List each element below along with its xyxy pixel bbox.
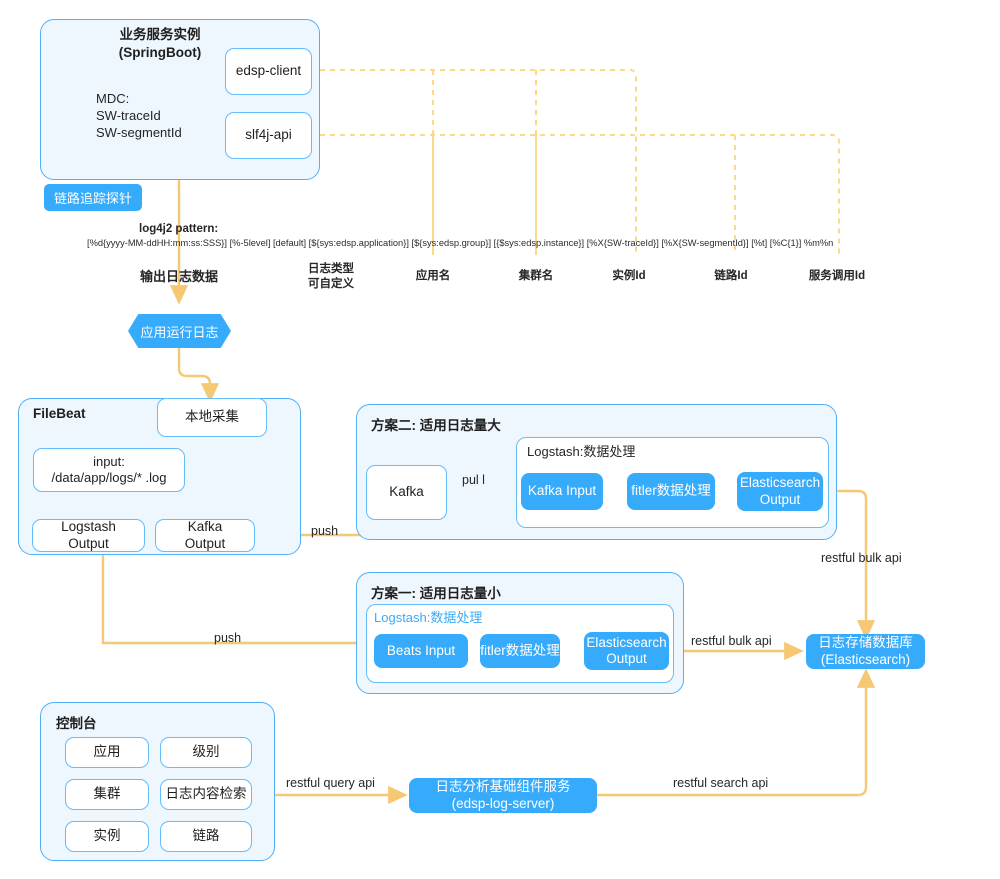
component-edsp-client[interactable]: edsp-client bbox=[225, 48, 312, 95]
scheme-two-logstash-title: Logstash:数据处理 bbox=[527, 444, 636, 459]
console-item-app[interactable]: 应用 bbox=[65, 737, 149, 768]
console-item-log-search[interactable]: 日志内容检索 bbox=[160, 779, 252, 810]
filebeat-local-collector[interactable]: 本地采集 bbox=[157, 398, 267, 437]
filebeat-title: FileBeat bbox=[33, 406, 86, 421]
scheme-one-stage-es-output[interactable]: Elasticsearch Output bbox=[584, 632, 669, 670]
filebeat-output-kafka[interactable]: Kafka Output bbox=[155, 519, 255, 552]
scheme-one-stage-beats-input[interactable]: Beats Input bbox=[374, 634, 468, 668]
edge-label-push-beats: push bbox=[214, 631, 242, 645]
app-runtime-log-node: 应用运行日志 bbox=[128, 314, 231, 348]
console-item-level[interactable]: 级别 bbox=[160, 737, 252, 768]
edge-label-bulk-api-scheme2: restful bulk api bbox=[821, 551, 902, 565]
scheme-one-stage-filter[interactable]: fitler数据处理 bbox=[480, 634, 560, 668]
log-storage-database[interactable]: 日志存储数据库 (Elasticsearch) bbox=[806, 634, 925, 669]
log-analysis-server[interactable]: 日志分析基础组件服务 (edsp-log-server) bbox=[409, 778, 597, 813]
pull-edge-label: pul l bbox=[462, 473, 485, 487]
scheme-two-stage-filter[interactable]: fitler数据处理 bbox=[627, 473, 715, 510]
scheme-two-stage-kafka-input[interactable]: Kafka Input bbox=[521, 473, 603, 510]
field-note-1: 日志类型 可自定义 bbox=[308, 263, 354, 290]
field-note-2: 应用名 bbox=[415, 270, 451, 282]
pattern-text: [%d{yyyy-MM-ddHH:mm:ss:SSS}] [%-5level] … bbox=[87, 238, 834, 248]
filebeat-output-logstash[interactable]: Logstash Output bbox=[32, 519, 145, 552]
pattern-heading: log4j2 pattern: bbox=[139, 223, 219, 235]
field-note-3: 集群名 bbox=[518, 270, 554, 282]
edge-label-push-kafka: push bbox=[311, 524, 339, 538]
scheme-two-title: 方案二: 适用日志量大 bbox=[371, 418, 501, 433]
filebeat-input-config: input: /data/app/logs/* .log bbox=[33, 448, 185, 492]
console-item-instance[interactable]: 实例 bbox=[65, 821, 149, 852]
scheme-one-title: 方案一: 适用日志量小 bbox=[371, 586, 501, 601]
component-slf4j-api[interactable]: slf4j-api bbox=[225, 112, 312, 159]
field-note-6: 服务调用Id bbox=[808, 270, 866, 282]
field-note-0: 输出日志数据 bbox=[139, 269, 218, 284]
kafka-node[interactable]: Kafka bbox=[366, 465, 447, 520]
mdc-label: MDC: SW-traceId SW-segmentId bbox=[96, 91, 182, 140]
console-item-trace[interactable]: 链路 bbox=[160, 821, 252, 852]
scheme-one-logstash-title: Logstash:数据处理 bbox=[374, 610, 483, 625]
console-item-cluster[interactable]: 集群 bbox=[65, 779, 149, 810]
field-note-5: 链路Id bbox=[714, 270, 748, 282]
service-instance-title: 业务服务实例 (SpringBoot) bbox=[118, 27, 202, 61]
trace-probe-badge: 链路追踪探针 bbox=[44, 184, 142, 211]
edge-label-search-api: restful search api bbox=[673, 776, 769, 790]
scheme-two-stage-es-output[interactable]: Elasticsearch Output bbox=[737, 472, 823, 511]
edge-label-query-api: restful query api bbox=[286, 776, 375, 790]
console-title: 控制台 bbox=[56, 716, 97, 731]
edge-label-bulk-api-scheme1: restful bulk api bbox=[691, 634, 772, 648]
field-note-4: 实例Id bbox=[612, 270, 646, 282]
